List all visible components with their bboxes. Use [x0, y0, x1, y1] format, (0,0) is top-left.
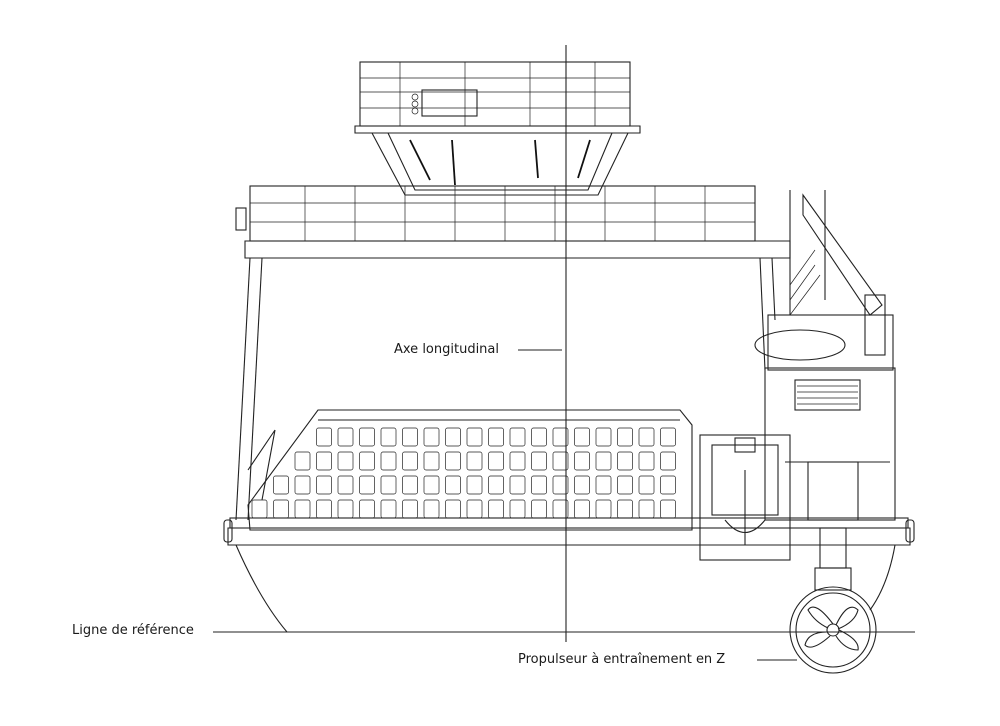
- cage-cell: [660, 499, 676, 519]
- cage-cell: [337, 499, 354, 519]
- cage-cell: [660, 427, 676, 447]
- cage-cell: [595, 427, 612, 447]
- upper-deck: [235, 185, 791, 259]
- cage-cell: [574, 475, 590, 495]
- hull: [223, 257, 915, 633]
- cage-cell: [380, 499, 397, 519]
- longitudinal-axis-label: Axe longitudinal: [394, 342, 500, 357]
- z-drive-label: Propulseur à entraînement en Z: [518, 652, 726, 667]
- cage-cell: [273, 499, 289, 519]
- cage-cell: [488, 475, 504, 495]
- cage-cell: [488, 451, 504, 471]
- cage-cell: [294, 451, 311, 471]
- cage-cell: [466, 499, 483, 519]
- cage-cell: [617, 427, 633, 447]
- cage-cell: [638, 499, 655, 519]
- cage-cell: [316, 499, 332, 519]
- cage-cell: [617, 451, 633, 471]
- cage-cell: [359, 427, 375, 447]
- cage-cell: [316, 451, 332, 471]
- cage-cell: [660, 451, 676, 471]
- cage-cell: [595, 499, 612, 519]
- cage-cell: [574, 427, 590, 447]
- cage-cell: [402, 475, 418, 495]
- cage-cell: [660, 475, 676, 495]
- cage-cell: [423, 475, 440, 495]
- cage-cell: [595, 451, 612, 471]
- cage-cell: [359, 451, 375, 471]
- cage-cell: [294, 475, 311, 495]
- cage-cell: [380, 451, 397, 471]
- cage-cell: [552, 427, 569, 447]
- cage-cell: [380, 475, 397, 495]
- cage-cell: [445, 427, 461, 447]
- cage-cell: [509, 427, 526, 447]
- cage-cell: [638, 427, 655, 447]
- cage-cell: [552, 451, 569, 471]
- cage-cell: [488, 499, 504, 519]
- cage-cell: [509, 475, 526, 495]
- cage-cell: [359, 499, 375, 519]
- cage-cell: [445, 475, 461, 495]
- cage-cell: [359, 475, 375, 495]
- cage-cell: [531, 475, 547, 495]
- cage-cell: [402, 427, 418, 447]
- cage-cell: [445, 499, 461, 519]
- cage-cell: [531, 499, 547, 519]
- machinery-house: [754, 190, 896, 521]
- cage-cell: [595, 475, 612, 495]
- cage-cell: [531, 427, 547, 447]
- cage-cell: [552, 475, 569, 495]
- cage-cell: [316, 427, 332, 447]
- cage-cell: [294, 499, 311, 519]
- cage-cell: [509, 451, 526, 471]
- cage-cell: [337, 427, 354, 447]
- cage-cell: [617, 499, 633, 519]
- cage-cell: [445, 451, 461, 471]
- cage-cell: [402, 451, 418, 471]
- reference-line-label: Ligne de référence: [72, 623, 194, 638]
- cage-cell: [337, 451, 354, 471]
- wheelhouse: [354, 61, 641, 196]
- cage-cell: [380, 427, 397, 447]
- anchor-winch: [699, 434, 791, 561]
- cage-cell: [638, 475, 655, 495]
- cage-cell: [466, 475, 483, 495]
- cage-cell: [552, 499, 569, 519]
- cargo-cage: [247, 409, 693, 531]
- cage-cell: [273, 475, 289, 495]
- cage-cell: [509, 499, 526, 519]
- cage-cell: [638, 451, 655, 471]
- cage-cell: [531, 451, 547, 471]
- cage-cell: [574, 499, 590, 519]
- cage-cell: [488, 427, 504, 447]
- cage-cell: [466, 451, 483, 471]
- cage-cell: [251, 499, 268, 519]
- cage-cell: [617, 475, 633, 495]
- cage-cell: [316, 475, 332, 495]
- cage-cell: [466, 427, 483, 447]
- cage-cell: [423, 499, 440, 519]
- cage-cell: [574, 451, 590, 471]
- z-drive-propeller: [789, 527, 877, 674]
- cage-cell: [423, 427, 440, 447]
- cage-cell: [402, 499, 418, 519]
- cage-cell: [423, 451, 440, 471]
- cage-cell: [337, 475, 354, 495]
